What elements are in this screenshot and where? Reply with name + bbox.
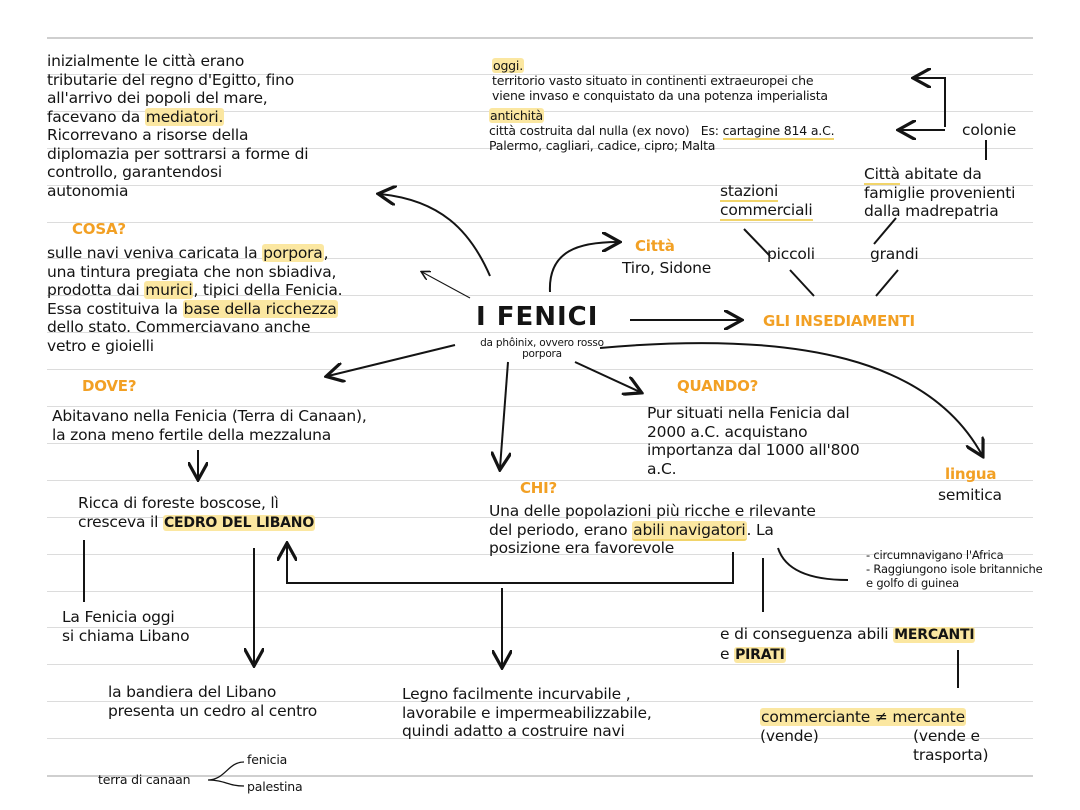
colonie-antichita: antichità città costruita dal nulla (ex … [489, 108, 835, 153]
ruled-line [47, 442, 1033, 444]
ruled-line [47, 221, 1033, 223]
ruled-line [47, 627, 1033, 629]
ruled-line [47, 295, 1033, 297]
highlight-mediatori: mediatori. [144, 107, 225, 126]
lingua-text: semitica [938, 486, 1002, 504]
colonie-abitate: Città abitate da famiglie provenienti da… [864, 165, 1016, 220]
ruled-line [47, 590, 1033, 592]
canaan-label: terra di canaan [98, 772, 191, 787]
ruled-line [47, 516, 1033, 518]
piccoli-label: piccoli [767, 245, 815, 263]
quando-heading: QUANDO? [677, 377, 759, 395]
canaan-palestina: palestina [247, 779, 303, 794]
intro-text: inizialmente le città erano tributarie d… [47, 52, 309, 200]
libano-text: La Fenicia oggi si chiama Libano [62, 608, 190, 645]
quando-text: Pur situati nella Fenicia dal 2000 a.C. … [647, 404, 860, 478]
ruled-line [47, 479, 1033, 481]
arrow-to-citta [548, 242, 618, 293]
arrow-to-dove [328, 344, 456, 376]
ruled-line [47, 701, 1033, 703]
ruled-line [47, 332, 1033, 334]
ruled-line [47, 553, 1033, 555]
dove-heading: DOVE? [82, 377, 137, 395]
legno-text: Legno facilmente incurvabile , lavorabil… [402, 685, 652, 740]
title-etymology: da phôinix, ovvero rosso porpora [480, 337, 604, 360]
insediamenti-heading: GLI INSEDIAMENTI [763, 312, 915, 330]
chi-heading: CHI? [520, 479, 558, 497]
page-title: I FENICI [476, 302, 599, 332]
grandi-label: grandi [870, 245, 919, 263]
stazioni-commerciali: stazioni commerciali [720, 182, 813, 221]
ruled-line [47, 73, 1033, 75]
mercante-definizione: (vende e trasporta) [913, 727, 989, 764]
chi-text: Una delle popolazioni più ricche e rilev… [489, 502, 816, 557]
dove-text: Abitavano nella Fenicia (Terra di Canaan… [52, 407, 367, 444]
navigazione-list: - circumnavigano l'Africa - Raggiungono … [866, 548, 1043, 590]
ruled-line [47, 664, 1033, 666]
cedro-text: Ricca di foreste boscose, lì cresceva il… [78, 494, 316, 531]
citta-heading: Città [635, 237, 675, 255]
ruled-line [47, 775, 1033, 777]
arrow-to-chi [500, 361, 508, 468]
ruled-line [47, 258, 1033, 260]
ruled-line [47, 147, 1033, 149]
ruled-line [47, 406, 1033, 407]
commerciante-mercante: commerciante ≠ mercante (vende) [760, 708, 966, 745]
ruled-line [47, 184, 1033, 186]
ruled-line [47, 369, 1033, 371]
arrow-to-intro [380, 194, 491, 277]
line-to-cosa [422, 272, 471, 299]
colonie-label: colonie [962, 121, 1017, 139]
arrow-to-lingua [599, 342, 982, 455]
ruled-line [47, 738, 1033, 740]
mercanti-text: e di conseguenza abili MERCANTI e PIRATI [720, 625, 976, 663]
bandiera-text: la bandiera del Libano presenta un cedro… [108, 683, 318, 720]
cosa-heading: COSA? [72, 220, 126, 238]
arrow-to-quando [574, 361, 640, 392]
lingua-heading: lingua [945, 465, 997, 483]
canaan-fenicia: fenicia [247, 752, 288, 767]
colonie-oggi: oggi. territorio vasto situato in contin… [492, 58, 828, 103]
ruled-line [47, 37, 1033, 39]
cosa-text: sulle navi veniva caricata la porpora, u… [47, 244, 343, 355]
citta-text: Tiro, Sidone [622, 259, 712, 277]
